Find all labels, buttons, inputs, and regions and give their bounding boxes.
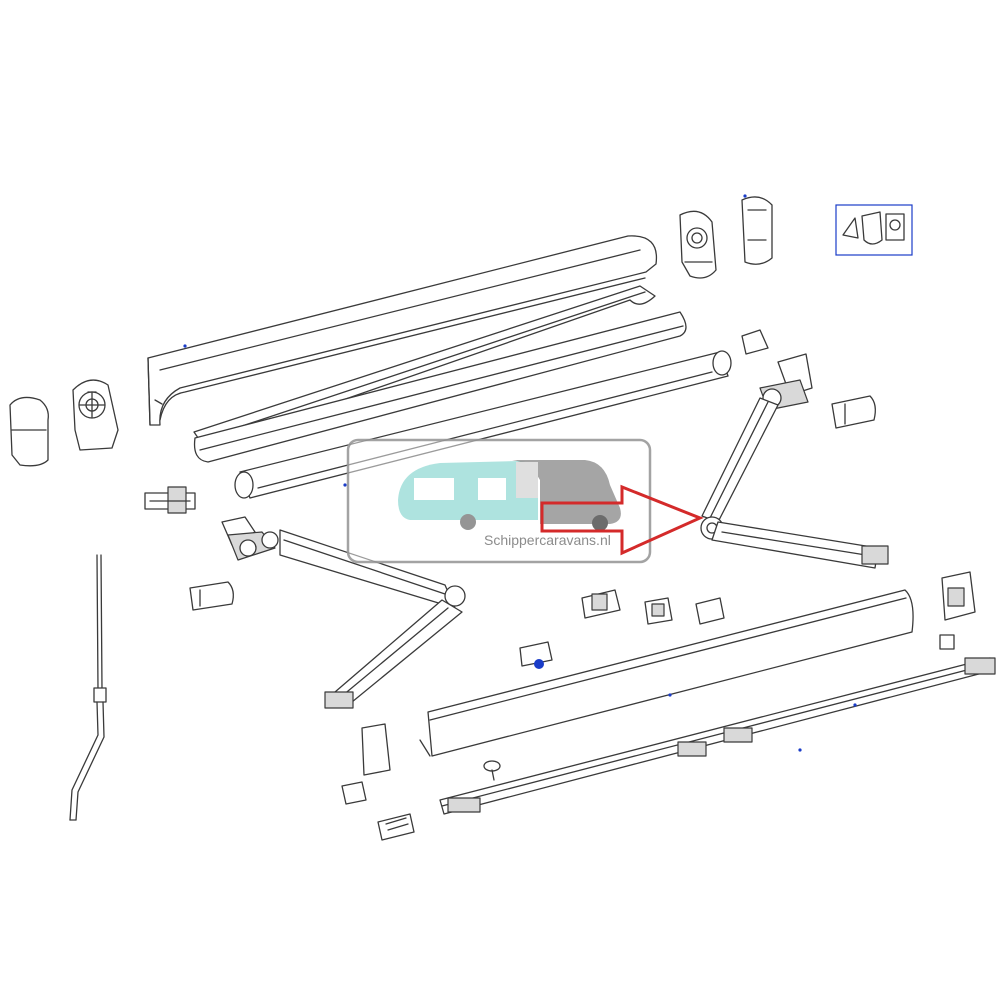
front-bar-end-cap-right [941,571,976,621]
crank-handle [69,554,107,821]
right-end-cap-gear [679,210,717,279]
bottom-connector [377,813,415,841]
left-mounting-bracket [144,486,196,514]
lead-rail [439,657,996,815]
left-support-arm [221,516,466,709]
caravan-silhouette [398,461,538,520]
cover-strip [193,285,656,449]
right-arm-end-cover [831,395,876,429]
watermark-text: Schippercaravans.nl [484,532,611,548]
highlight-arrow [540,484,704,556]
right-support-arm [700,329,889,569]
lower-profile [193,311,687,463]
camper-silhouette [512,460,621,524]
middle-clamp-left [581,589,621,619]
left-end-cap-gear [72,379,119,451]
front-bar [419,589,914,757]
left-end-cap-cover [9,396,49,467]
cassette-housing [147,235,658,426]
detail-inset-box [835,204,913,256]
middle-clamp-center [644,597,673,625]
front-bar-end-cap-left [361,723,391,776]
roller-tube [234,350,732,499]
middle-clamp-right [695,597,725,625]
watermark-logo [346,438,652,564]
front-bar-small-part [939,634,955,650]
bottom-clip [341,781,367,805]
bolt-small [483,760,501,781]
callout-marks [183,194,857,752]
right-end-cap-cover [741,196,773,265]
center-stopper [519,641,553,669]
left-arm-end-piece [189,581,234,611]
